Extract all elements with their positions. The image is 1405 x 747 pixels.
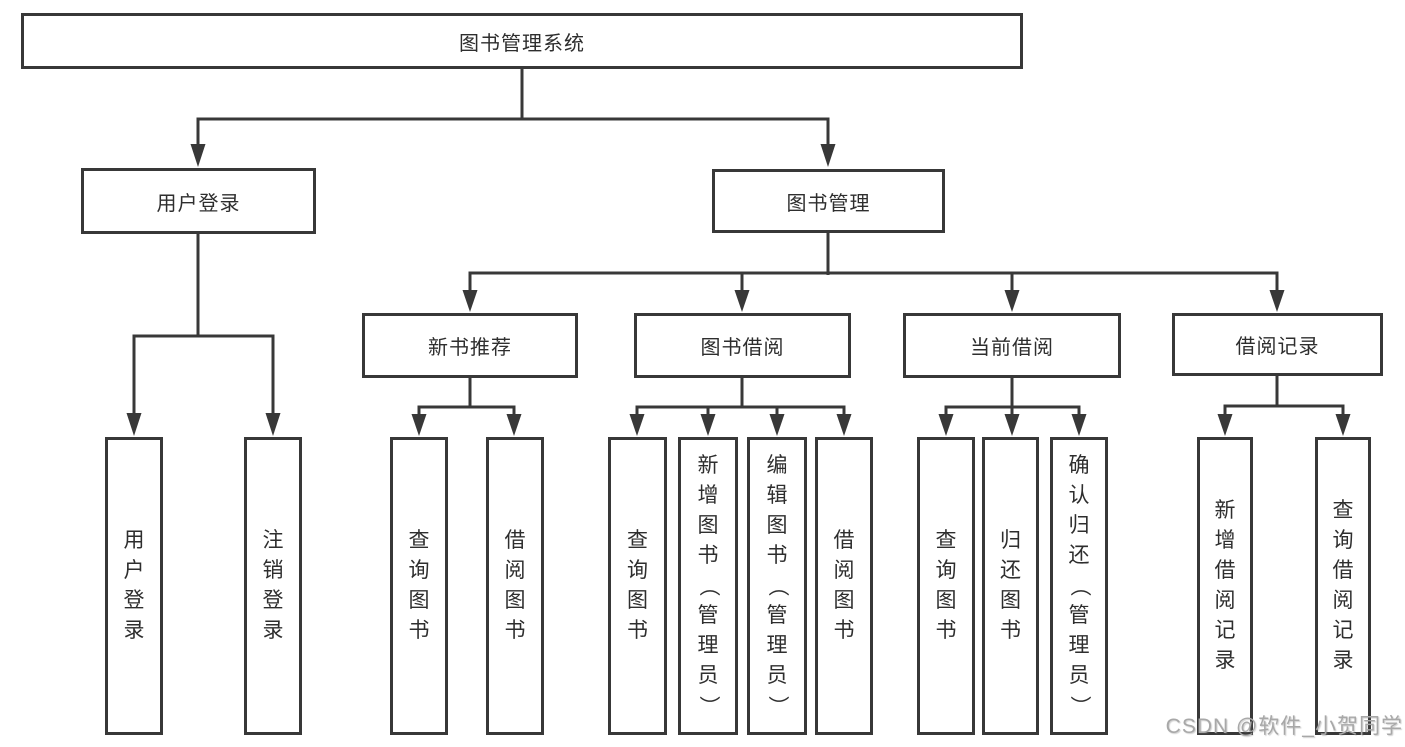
node-query-books-borrowing: 查询图书	[608, 437, 667, 735]
vertical-label: 用户登录	[123, 529, 145, 642]
node-return-books: 归还图书	[982, 437, 1039, 735]
node-confirm-return-admin: 确认归还（管理员）	[1050, 437, 1108, 735]
vertical-label: 注销登录	[262, 529, 284, 642]
node-user-login-leaf: 用户登录	[105, 437, 163, 735]
node-book-borrowing: 图书借阅	[634, 313, 851, 378]
node-user-login-module: 用户登录	[81, 168, 316, 234]
vertical-label: 查询图书	[408, 529, 430, 642]
vertical-label: 查询图书	[627, 529, 648, 642]
node-query-books-current: 查询图书	[917, 437, 975, 735]
node-current-borrowing: 当前借阅	[903, 313, 1121, 378]
vertical-label: 查询图书	[935, 529, 957, 642]
vertical-label: 编辑图书（管理员）	[766, 454, 789, 717]
node-edit-books-admin: 编辑图书（管理员）	[747, 437, 807, 735]
node-query-books-recommend: 查询图书	[390, 437, 448, 735]
node-query-borrow-record: 查询借阅记录	[1315, 437, 1371, 735]
vertical-label: 查询借阅记录	[1332, 499, 1354, 672]
node-borrowing-records: 借阅记录	[1172, 313, 1383, 376]
node-logout: 注销登录	[244, 437, 302, 735]
node-library-management-system: 图书管理系统	[21, 13, 1023, 69]
vertical-label: 借阅图书	[504, 529, 526, 642]
vertical-label: 借阅图书	[833, 529, 855, 642]
node-borrow-books-recommend: 借阅图书	[486, 437, 544, 735]
csdn-watermark: CSDN @软件_小贺同学	[1165, 715, 1403, 738]
vertical-label: 归还图书	[1000, 529, 1021, 642]
node-borrow-books-leaf: 借阅图书	[815, 437, 873, 735]
vertical-label: 新增图书（管理员）	[697, 454, 720, 717]
vertical-label: 新增借阅记录	[1214, 499, 1236, 672]
node-add-borrow-record: 新增借阅记录	[1197, 437, 1253, 735]
node-add-books-admin: 新增图书（管理员）	[678, 437, 738, 735]
node-book-management: 图书管理	[712, 169, 945, 233]
node-new-book-recommend: 新书推荐	[362, 313, 578, 378]
vertical-label: 确认归还（管理员）	[1068, 454, 1091, 717]
